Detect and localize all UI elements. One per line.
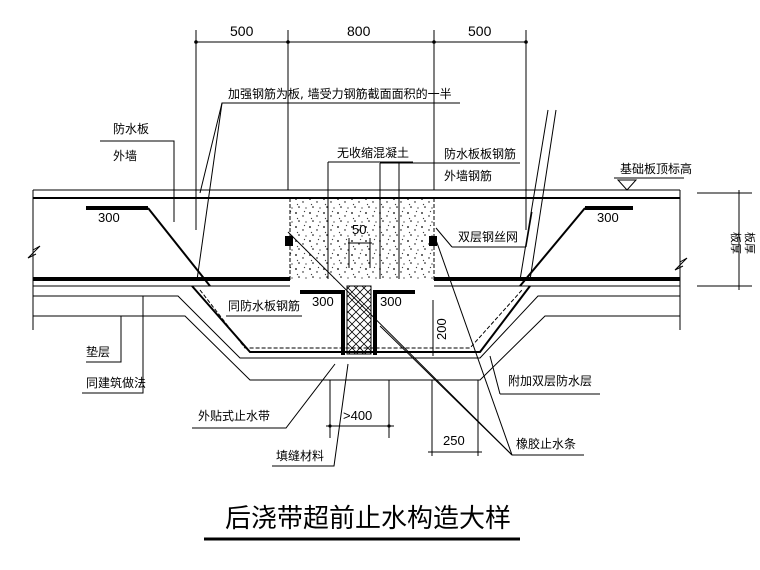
rebar-note-leader — [199, 102, 460, 194]
dim-inner-hook-right: 300 — [380, 294, 402, 309]
same-method-label: 同建筑做法 — [86, 375, 146, 390]
dim-depth: 200 — [434, 318, 449, 340]
mesh-anchor-right — [429, 236, 437, 246]
extra-waterproof-label: 附加双层防水层 — [508, 373, 592, 388]
rubber-waterstop-label: 橡胶止水条 — [516, 436, 576, 451]
rebar-note-leader-2 — [196, 102, 223, 281]
same-slab-rebar-label: 同防水板钢筋 — [228, 298, 300, 313]
outer-wall-leader — [100, 140, 175, 222]
dim-width-250: 250 — [443, 433, 465, 448]
break-symbol-left — [27, 245, 41, 259]
wall-rebar-label: 外墙钢筋 — [444, 168, 492, 183]
double-mesh-label: 双层钢丝网 — [458, 230, 518, 244]
dim-hook-right: 300 — [597, 210, 619, 225]
dim-gap: 50 — [352, 222, 366, 237]
filler-label: 填缝材料 — [276, 448, 324, 463]
mesh-anchor-left — [285, 236, 293, 246]
dim-top-right: 500 — [468, 23, 492, 39]
thickness-left-label: 板厚 — [729, 232, 743, 254]
thickness-right-label: 板厚 — [743, 232, 757, 254]
external-waterstop-label: 外贴式止水带 — [198, 409, 270, 423]
dim-top-left: 500 — [230, 23, 254, 39]
elevation-marker-icon — [616, 179, 638, 191]
slab-body — [27, 189, 688, 330]
inner-hook-right — [373, 290, 415, 355]
dim-width-min: >400 — [343, 408, 372, 423]
dim-inner-hook-left: 300 — [312, 294, 334, 309]
non-shrink-concrete-fill — [290, 198, 434, 279]
non-shrink-concrete-label: 无收缩混凝土 — [337, 145, 409, 160]
top-dimension-chain: 500 800 500 — [194, 23, 528, 230]
drawing-title: 后浇带超前止水构造大样 — [225, 504, 511, 534]
waterproof-slab-label: 防水板 — [113, 121, 149, 136]
inner-hook-left — [300, 290, 345, 355]
dim-hook-left: 300 — [98, 210, 120, 225]
filler-material-hatch — [346, 285, 372, 355]
foundation-top-label: 基础板顶标高 — [620, 161, 692, 176]
slab-rebar-label: 防水板板钢筋 — [444, 146, 516, 161]
outer-wall-label: 外墙 — [113, 149, 137, 163]
rebar-note-leader-3 — [519, 109, 549, 281]
rebar-note-label: 加强钢筋为板, 墙受力钢筋截面面积的一半 — [228, 86, 452, 101]
dim-top-middle: 800 — [347, 23, 371, 39]
break-symbol-right — [674, 257, 688, 271]
cushion-label: 垫层 — [86, 344, 110, 359]
